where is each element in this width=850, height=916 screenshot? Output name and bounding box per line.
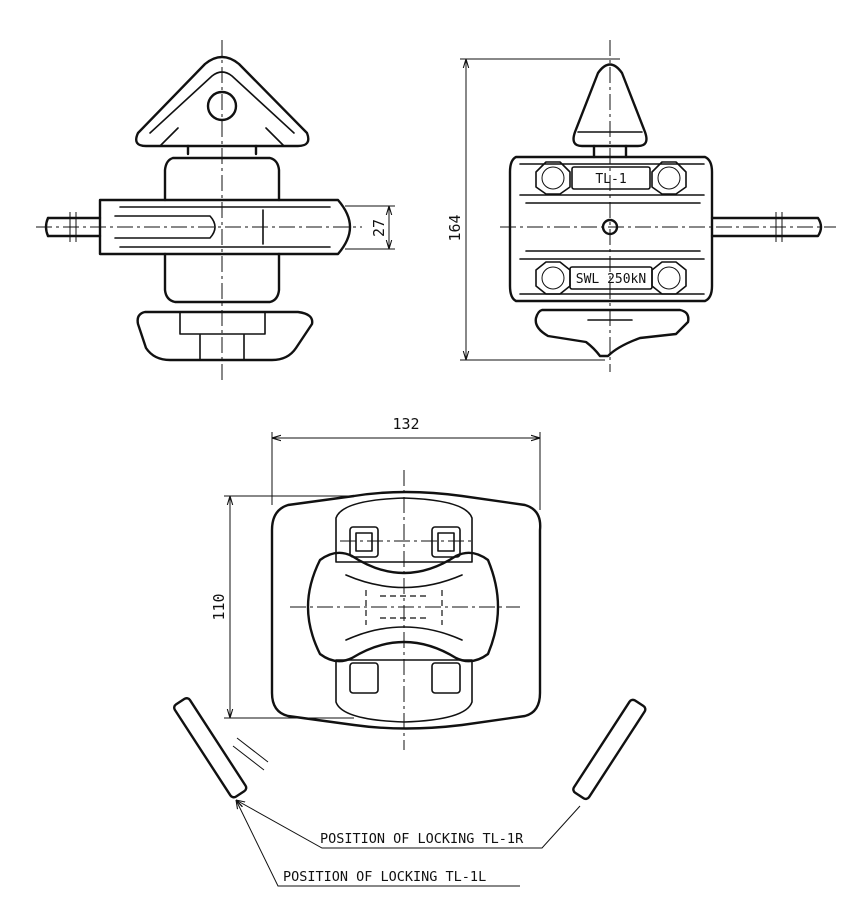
side-view-plate-labels: TL-1 SWL 250kN [576, 172, 646, 287]
dimension-110-label: 110 [210, 593, 228, 620]
plate-top-label: TL-1 [595, 172, 626, 187]
dimension-27: 27 [345, 205, 395, 250]
dimension-132-label: 132 [392, 415, 419, 433]
dimension-132: 132 [271, 415, 541, 510]
leader-note-tl-1l: POSITION OF LOCKING TL-1L [236, 800, 520, 887]
dimension-110: 110 [210, 495, 354, 719]
plan-view [173, 470, 647, 801]
plate-bottom-label: SWL 250kN [576, 272, 646, 287]
front-view [36, 40, 362, 380]
note-tl-1r: POSITION OF LOCKING TL-1R [320, 831, 524, 847]
dimension-164: 164 [446, 58, 620, 361]
leader-note-tl-1r: POSITION OF LOCKING TL-1R [236, 800, 581, 849]
dimension-27-label: 27 [370, 219, 388, 237]
dimension-164-label: 164 [446, 214, 464, 241]
side-view [500, 40, 836, 372]
note-tl-1l: POSITION OF LOCKING TL-1L [283, 869, 486, 885]
